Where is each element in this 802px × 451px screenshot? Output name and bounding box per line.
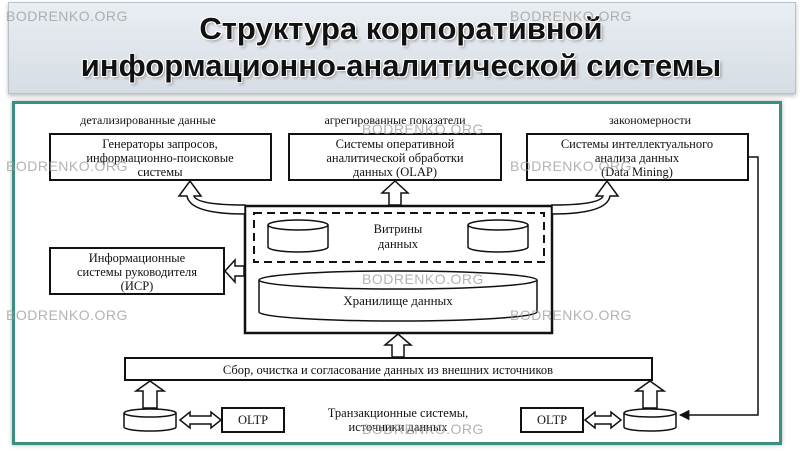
- warehouse-label: Хранилище данных: [343, 293, 453, 308]
- arrow-left-executive-icon: [223, 258, 245, 284]
- box-data-mining-line-1: Системы интеллектуального: [561, 137, 713, 151]
- etl-label: Сбор, очистка и согласование данных из в…: [223, 363, 553, 377]
- box-executive-is-line-1: Информационные: [89, 251, 186, 265]
- double-arrow-right-icon: [583, 410, 623, 430]
- oltp-right-label: OLTP: [537, 413, 567, 427]
- box-olap-line-2: аналитической обработки: [326, 151, 464, 165]
- box-data-mining-line-2: анализа данных: [595, 151, 680, 165]
- header-patterns: закономерности: [609, 113, 692, 127]
- header-aggregated-indicators: агрегированные показатели: [324, 113, 466, 127]
- mart-cylinder-right-icon: [467, 219, 529, 253]
- box-olap-line-1: Системы оперативной: [336, 137, 455, 151]
- box-executive-is-line-3: (ИСР): [121, 279, 154, 293]
- box-data-mining-line-3: (Data Mining): [601, 165, 673, 179]
- data-marts-label-line-1: Витрины: [374, 222, 423, 236]
- box-data-mining: [526, 133, 749, 181]
- box-query-generators-line-3: системы: [137, 165, 183, 179]
- warehouse-cylinder-icon: [258, 270, 538, 322]
- source-cylinder-right-icon: [623, 408, 677, 432]
- box-query-generators: [49, 133, 272, 181]
- oltp-left-label: OLTP: [238, 413, 268, 427]
- box-oltp-left: [221, 407, 285, 433]
- transactional-label-line-2: источники данных: [349, 420, 449, 434]
- connector-line-right: [678, 156, 759, 421]
- arrow-curve-right-icon: [551, 179, 620, 215]
- box-olap-line-3: данных (OLAP): [353, 165, 437, 179]
- box-oltp-right: [520, 407, 584, 433]
- page-title: Структура корпоративной информационно-ан…: [8, 2, 794, 92]
- box-query-generators-line-2: информационно-поисковые: [86, 151, 234, 165]
- arrow-up-source-left-icon: [133, 380, 167, 409]
- box-etl: [124, 357, 653, 381]
- data-marts-label-line-2: данных: [378, 237, 419, 251]
- transactional-label-line-1: Транзакционные системы,: [328, 406, 469, 420]
- box-executive-is: [49, 247, 225, 295]
- title-banner: [8, 2, 796, 94]
- arrow-up-etl-icon: [382, 333, 414, 358]
- arrow-up-olap-icon: [380, 179, 410, 206]
- title-line-1: Структура корпоративной: [199, 11, 603, 46]
- arrow-up-source-right-icon: [633, 380, 667, 409]
- double-arrow-left-icon: [178, 410, 223, 430]
- title-line-2: информационно-аналитической системы: [80, 48, 722, 83]
- header-detailed-data: детализированные данные: [80, 113, 216, 127]
- box-executive-is-line-2: системы руководителя: [77, 265, 197, 279]
- mart-cylinder-left-icon: [267, 219, 329, 253]
- arrow-curve-left-icon: [177, 179, 246, 215]
- source-cylinder-left-icon: [123, 408, 177, 432]
- box-query-generators-line-1: Генераторы запросов,: [102, 137, 218, 151]
